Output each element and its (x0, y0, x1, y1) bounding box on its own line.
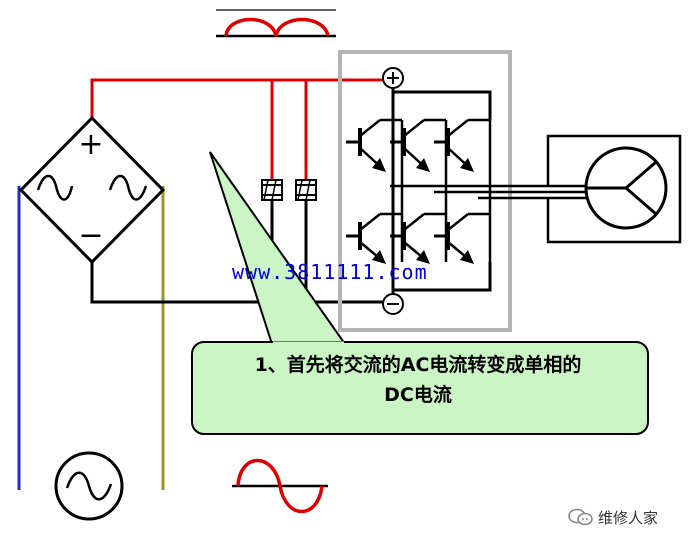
capacitor-2 (295, 179, 317, 201)
callout-text: 1、首先将交流的AC电流转变成单相的 DC电流 (196, 350, 640, 410)
transistor-upper-1-arrow-icon (372, 158, 386, 172)
bottom-waveform-sine (236, 458, 324, 514)
transistor-lower-1-arrow-icon (372, 250, 386, 264)
transistor-lower-2-arrow-icon (416, 250, 430, 264)
transistor-lower-1-collector (359, 213, 381, 231)
transistor-upper-3-collector (447, 119, 469, 137)
top-waveform (216, 9, 336, 38)
brand-name: 维修人家 (598, 508, 659, 527)
brand-mark: 维修人家 (568, 506, 658, 528)
capacitor-1 (261, 179, 283, 201)
bus-minus-terminal (382, 293, 404, 315)
transistor-upper-1-collector (359, 119, 381, 137)
bridge-ac-left-icon (36, 174, 74, 201)
callout-bubble (191, 341, 649, 435)
transistor-upper-2-arrow-icon (416, 158, 430, 172)
transistor-lower-2-collector (403, 213, 425, 231)
transistor-lower-3-arrow-icon (460, 250, 474, 264)
top-waveform-humps (224, 17, 330, 37)
positive-bus-wire (90, 78, 392, 118)
motor-enclosure (546, 134, 682, 244)
watermark-text: www.3811111.com (232, 260, 428, 284)
bridge-ac-right-icon (108, 174, 148, 201)
bottom-waveform (232, 458, 328, 514)
bridge-plus-label: + (78, 127, 103, 162)
rectifier-bridge: + − (18, 115, 166, 265)
callout-line-2: DC电流 (384, 384, 452, 406)
bus-plus-terminal (382, 67, 404, 89)
rectifier-bridge-diamond (18, 115, 166, 265)
transistor-upper-3-arrow-icon (460, 158, 474, 172)
callout (191, 151, 649, 435)
inverter-top-rail (393, 90, 492, 120)
bridge-minus-label: − (78, 218, 103, 253)
transistor-group (346, 118, 492, 264)
ac-source-icon (65, 471, 113, 501)
motor (584, 146, 668, 230)
chat-bubble-icon (568, 508, 593, 526)
inverter-bottom-rail (393, 262, 492, 292)
transistor-lower-3-collector (447, 213, 469, 231)
transistor-upper-2-collector (403, 119, 425, 137)
callout-line-1: 1、首先将交流的AC电流转变成单相的 (254, 354, 582, 376)
ac-source (54, 451, 124, 521)
